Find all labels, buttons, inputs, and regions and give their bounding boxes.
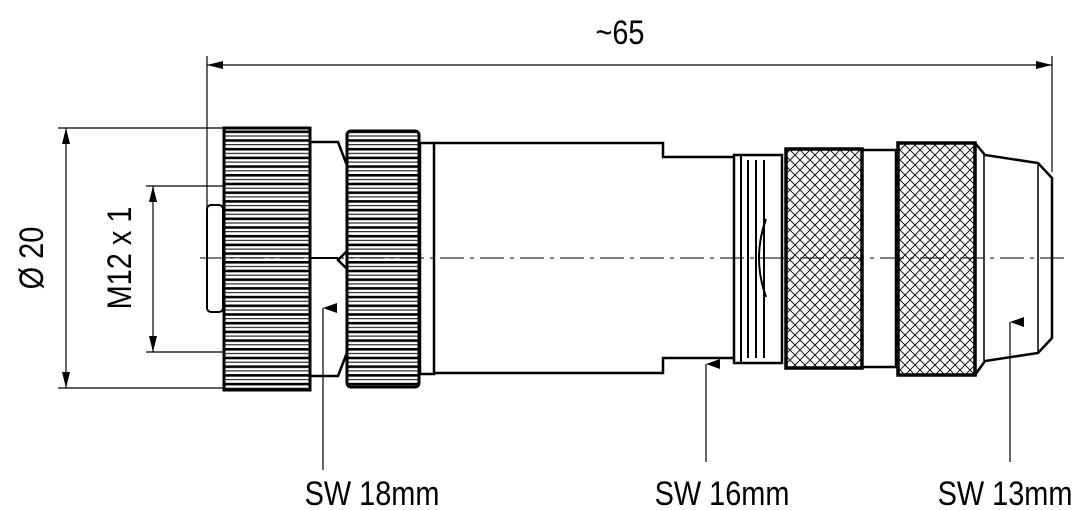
knurled-ring-2: [896, 141, 977, 377]
groove-section: [732, 153, 784, 365]
callout-sw16-label: SW 16mm: [655, 474, 790, 510]
coupling-nut: [222, 126, 312, 392]
overall-length-dimension: ~65: [206, 13, 1053, 250]
callout-sw13-label: SW 13mm: [938, 474, 1073, 510]
callout-sw18-label: SW 18mm: [305, 474, 440, 510]
callout-sw18: SW 18mm: [305, 303, 440, 510]
thread-label: M12 x 1: [100, 207, 139, 310]
callout-sw16: SW 16mm: [655, 359, 790, 510]
hex-nut-18: [345, 129, 421, 389]
diameter-label: Ø 20: [12, 227, 51, 290]
connector-body: [200, 126, 1068, 392]
callout-sw13: SW 13mm: [938, 317, 1073, 510]
thread-dimension: M12 x 1: [100, 185, 228, 353]
diameter-dimension: Ø 20: [12, 127, 228, 389]
overall-length-label: ~65: [595, 13, 644, 52]
